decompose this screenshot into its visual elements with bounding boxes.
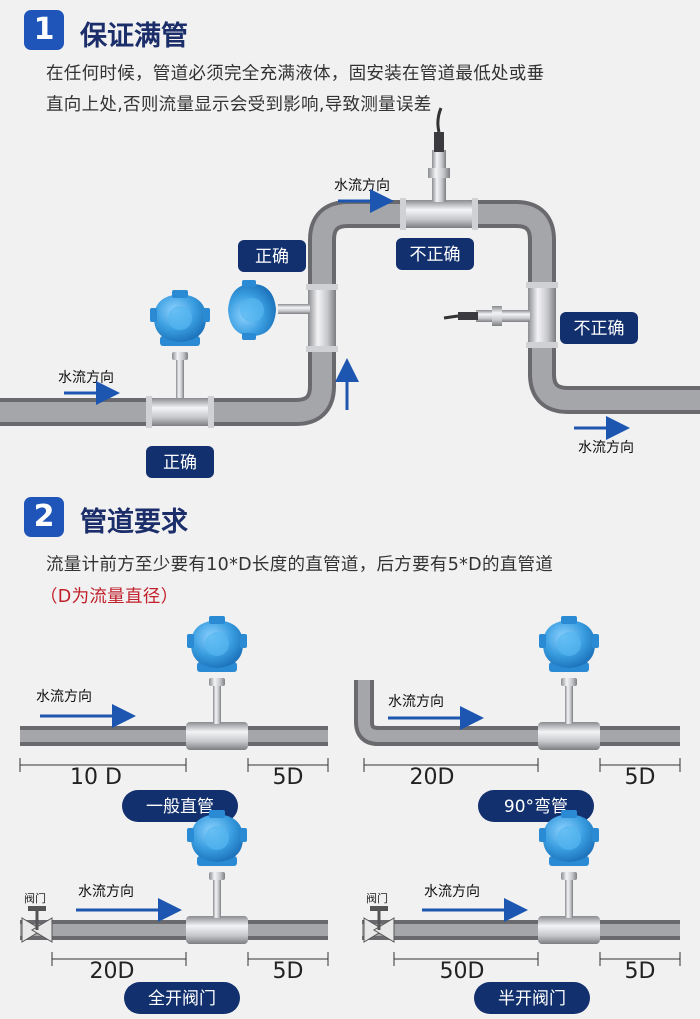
svg-text:阀门: 阀门 bbox=[366, 891, 388, 905]
svg-text:10 D: 10 D bbox=[70, 765, 122, 790]
diagram-half-open-valve: 阀门 水流方向 50D 5D 半开阀门 bbox=[362, 810, 681, 1014]
section2-title: 管道要求 bbox=[80, 507, 188, 538]
svg-text:5D: 5D bbox=[273, 959, 304, 984]
svg-text:50D: 50D bbox=[440, 959, 485, 984]
section1-text-line2: 直向上处,否则流量显示会受到影响,导致测量误差 bbox=[46, 95, 432, 115]
svg-text:20D: 20D bbox=[410, 765, 455, 790]
svg-text:正确: 正确 bbox=[255, 247, 289, 267]
flow-arrow-left: 水流方向 bbox=[58, 370, 120, 405]
diagram-full-open-valve: 阀门 水流方向 20D 5D 全开阀门 bbox=[20, 810, 329, 1014]
label-correct-bottom: 正确 bbox=[146, 446, 214, 478]
svg-text:水流方向: 水流方向 bbox=[388, 694, 444, 710]
section2-number-badge: 2 bbox=[24, 497, 64, 537]
label-correct-side: 正确 bbox=[238, 240, 306, 272]
svg-text:水流方向: 水流方向 bbox=[58, 370, 114, 386]
diagram-90-elbow: 水流方向 20D 5D 90°弯管 bbox=[354, 616, 681, 822]
label-wrong-top: 不正确 bbox=[396, 238, 474, 270]
valve-icon bbox=[21, 906, 53, 943]
section1-title: 保证满管 bbox=[80, 21, 188, 52]
svg-text:5D: 5D bbox=[273, 765, 304, 790]
meter-side-correct bbox=[228, 280, 338, 352]
section1-number-badge: 1 bbox=[24, 10, 64, 50]
flow-arrow-top: 水流方向 bbox=[334, 178, 394, 213]
diagram-straight-pipe: 水流方向 10 D 5D 一般直管 bbox=[19, 616, 329, 822]
svg-text:全开阀门: 全开阀门 bbox=[148, 989, 216, 1009]
svg-text:水流方向: 水流方向 bbox=[334, 178, 390, 194]
svg-text:水流方向: 水流方向 bbox=[78, 884, 134, 900]
svg-text:不正确: 不正确 bbox=[410, 245, 461, 265]
flow-arrow-right: 水流方向 bbox=[574, 416, 634, 456]
svg-text:水流方向: 水流方向 bbox=[424, 884, 480, 900]
svg-text:阀门: 阀门 bbox=[24, 891, 46, 905]
svg-text:水流方向: 水流方向 bbox=[36, 689, 92, 705]
meter-top-wrong bbox=[400, 107, 478, 230]
svg-text:5D: 5D bbox=[625, 765, 656, 790]
svg-text:5D: 5D bbox=[625, 959, 656, 984]
section2-diameter-note: （D为流量直径） bbox=[40, 587, 179, 607]
svg-text:一般直管: 一般直管 bbox=[146, 797, 214, 817]
meter-downflow-wrong bbox=[443, 282, 558, 348]
valve-icon bbox=[363, 906, 395, 943]
svg-text:水流方向: 水流方向 bbox=[578, 440, 634, 456]
meter-bottom-correct bbox=[146, 290, 214, 428]
svg-text:正确: 正确 bbox=[163, 453, 197, 473]
svg-text:90°弯管: 90°弯管 bbox=[504, 797, 568, 817]
section2-text-line1: 流量计前方至少要有10*D长度的直管道，后方要有5*D的直管道 bbox=[46, 555, 554, 575]
svg-text:20D: 20D bbox=[90, 959, 135, 984]
svg-text:半开阀门: 半开阀门 bbox=[498, 989, 566, 1009]
label-wrong-down: 不正确 bbox=[560, 312, 638, 344]
section1-text-line1: 在任何时候，管道必须完全充满液体，固安装在管道最低处或垂 bbox=[46, 64, 545, 84]
svg-text:不正确: 不正确 bbox=[574, 319, 625, 339]
